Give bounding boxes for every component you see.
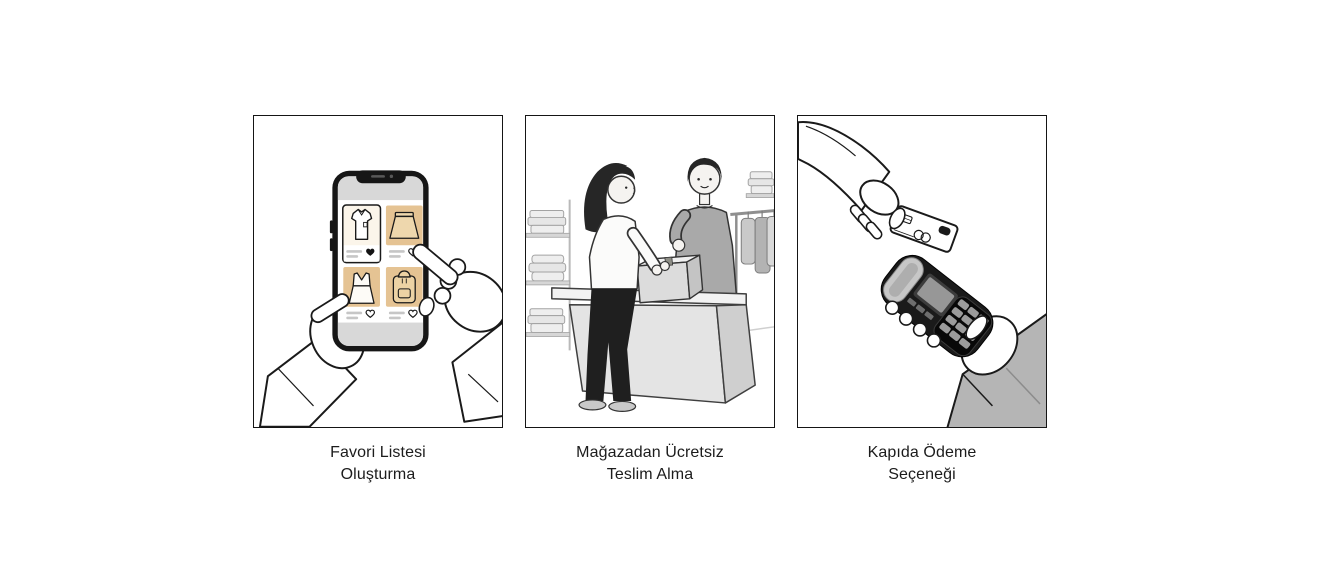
customer-hair-back [584,162,628,233]
illustration-frame [253,115,503,428]
caption-line-2: Teslim Alma [606,466,694,483]
customer-hair-front [608,165,636,186]
skirt-icon [389,211,420,239]
product-card-hoodie [385,267,423,320]
illustration-frame [525,115,775,428]
feature-card-store-pickup[interactable]: Mağazadan Ücretsiz Teslim Alma [525,115,775,486]
product-card-dress [343,267,380,320]
right-thumb [418,296,435,317]
smartphone-graphic [329,170,429,352]
feature-caption: Favori Listesi Oluşturma [253,442,503,486]
caption-line-1: Kapıda Ödeme [867,444,977,461]
caption-line-1: Favori Listesi [330,444,426,461]
customer [578,162,670,412]
caption-line-2: Seçeneği [888,466,956,483]
parcel-box [636,254,704,304]
feature-card-pay-at-door[interactable]: Kapıda Ödeme Seçeneği [797,115,1047,486]
heart-outline-icon [408,309,418,319]
customer-pants [585,288,638,401]
left-thumb [310,293,350,324]
shirt-icon [351,208,373,240]
illustration-frame [797,115,1047,428]
feature-cards-row: Favori Listesi Oluşturma [253,115,1047,486]
store-pickup-illustration [526,157,774,412]
card-payment-illustration [798,120,1046,427]
feature-caption: Kapıda Ödeme Seçeneği [797,442,1047,486]
giving-thumb [888,207,906,230]
right-hand-pointing [412,243,502,423]
customer-top [588,215,640,290]
store-counter [551,287,756,404]
caption-line-1: Mağazadan Ücretsiz [576,444,724,461]
feature-card-favorites[interactable]: Favori Listesi Oluşturma [253,115,503,486]
hoodie-icon [392,270,416,304]
feature-caption: Mağazadan Ücretsiz Teslim Alma [525,442,775,486]
terminal-keypad [933,296,993,357]
phone-favorites-illustration [258,170,502,427]
pos-terminal [880,254,994,358]
heart-outline-icon [365,309,376,319]
giving-hand [798,120,900,240]
product-card-shirt [342,204,382,264]
dress-icon [348,272,375,304]
heart-filled-icon [366,248,375,256]
index-finger [412,243,459,286]
clothing-rack [730,171,774,332]
receiving-hand-fingers [884,300,988,348]
customer-shoe [578,399,607,411]
customer-shoe [608,400,637,412]
left-shelves [526,199,571,351]
clerk-hair [687,157,722,182]
caption-line-2: Oluşturma [340,466,416,483]
